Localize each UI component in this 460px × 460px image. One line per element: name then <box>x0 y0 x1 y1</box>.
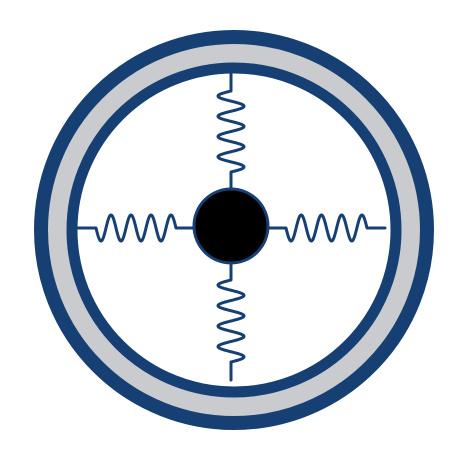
spring-bottom <box>216 260 246 382</box>
springs <box>76 71 387 382</box>
spring-right <box>266 213 387 243</box>
central-mass <box>192 187 270 265</box>
spring-top <box>216 71 246 192</box>
spring-left <box>76 213 196 243</box>
